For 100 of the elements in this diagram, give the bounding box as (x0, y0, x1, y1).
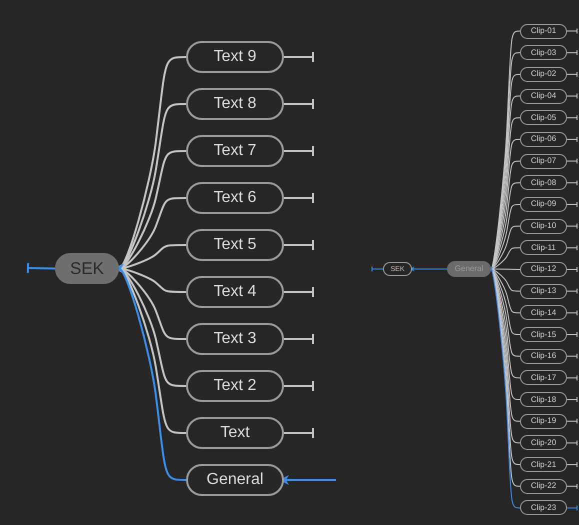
node-label: Clip-18 (530, 396, 556, 404)
rounded-node (520, 305, 567, 320)
rounded-node (520, 45, 567, 60)
bar-ended-connector (566, 374, 578, 381)
bar-ended-connector (284, 98, 314, 110)
rounded-node (520, 175, 567, 190)
rounded-node (520, 88, 567, 104)
bar-ended-connector (284, 286, 314, 298)
rounded-node (186, 370, 284, 402)
node-label: Text 3 (214, 331, 256, 347)
bar-ended-connector (284, 380, 314, 392)
node-label: General (206, 472, 264, 488)
node-label: Clip-11 (531, 244, 556, 252)
rounded-node (186, 464, 284, 496)
node-label: Clip-22 (530, 482, 556, 490)
rounded-node (383, 262, 412, 276)
rounded-node (520, 284, 567, 299)
rounded-node (520, 414, 567, 429)
rounded-node (520, 348, 567, 364)
node-label: Clip-08 (530, 178, 556, 187)
node-label: Text 2 (214, 378, 256, 394)
bar-ended-connector (284, 427, 314, 439)
bar-ended-connector (566, 71, 578, 78)
node-label: Text 6 (214, 190, 256, 206)
rounded-node (186, 41, 284, 73)
bar-ended-connector (284, 145, 314, 157)
bar-ended-connector (566, 223, 578, 230)
rounded-node (520, 240, 567, 256)
bar-ended-connector (566, 158, 578, 164)
bar-ended-connector (566, 136, 578, 142)
node-label: Clip-02 (530, 70, 556, 78)
node-label: Text 8 (214, 96, 256, 112)
node-label: Clip-04 (530, 92, 556, 100)
rounded-node (186, 323, 284, 355)
bar-ended-connector (566, 93, 578, 100)
node-label: Clip-16 (530, 352, 556, 360)
bar-ended-connector (566, 50, 578, 56)
bar-ended-connector (284, 239, 314, 251)
rounded-node (520, 154, 567, 169)
bar-ended-connector (566, 288, 578, 294)
bar-ended-connector (372, 266, 384, 272)
node-label: Clip-19 (530, 417, 556, 426)
node-label: Text (220, 425, 250, 441)
node-label: Clip-01 (530, 27, 556, 35)
rounded-node (520, 457, 567, 472)
rounded-node (186, 135, 284, 167)
node-label: Clip-09 (530, 200, 556, 208)
bar-ended-connector (284, 333, 314, 345)
node-label: Clip-03 (530, 48, 556, 57)
bar-ended-connector (566, 440, 578, 446)
node-label: Clip-14 (530, 308, 556, 317)
bar-ended-connector (566, 483, 578, 490)
rounded-node (447, 261, 491, 277)
node-label: Clip-05 (530, 114, 556, 122)
bar-ended-connector (284, 51, 314, 63)
rounded-node (520, 435, 567, 450)
bar-ended-connector (566, 310, 578, 316)
node-label: Text 9 (214, 49, 256, 65)
bar-ended-connector (566, 28, 578, 34)
bar-ended-connector (566, 462, 578, 468)
rounded-node (186, 182, 284, 214)
rounded-node (186, 417, 284, 449)
bar-ended-connector (566, 180, 578, 186)
rounded-node (520, 218, 567, 234)
bar-ended-connector (566, 201, 578, 208)
node-label: Text 5 (214, 237, 256, 253)
node-label: Text 7 (214, 143, 256, 159)
node-label: Clip-12 (530, 265, 556, 274)
node-label: Clip-20 (530, 438, 556, 447)
rounded-node (186, 88, 284, 120)
rounded-node (520, 392, 567, 408)
rounded-node (520, 66, 567, 82)
rounded-node (520, 24, 567, 38)
rounded-node (186, 229, 284, 261)
node-label: Clip-13 (530, 287, 556, 296)
rounded-node (520, 327, 567, 342)
node-label: Clip-15 (530, 330, 556, 339)
bar-ended-connector (566, 504, 578, 511)
bar-ended-connector (566, 114, 578, 121)
rounded-node (520, 196, 567, 212)
rounded-node (520, 110, 567, 126)
node-label: Clip-17 (530, 374, 556, 382)
rounded-node (520, 500, 567, 516)
bar-ended-connector (566, 353, 578, 360)
bar-ended-connector (284, 192, 314, 204)
node-label: Clip-07 (530, 157, 556, 166)
rounded-node (520, 262, 567, 277)
bar-ended-connector (566, 332, 578, 338)
bar-ended-connector (566, 244, 578, 251)
bar-ended-connector (26, 262, 56, 274)
rounded-node (55, 253, 119, 284)
node-label: Clip-21 (530, 460, 556, 469)
rounded-node (520, 370, 567, 386)
rounded-node (520, 478, 567, 494)
node-label: Text 4 (214, 284, 256, 300)
bar-ended-connector (566, 266, 578, 272)
rounded-node (520, 132, 567, 147)
node-label: Clip-10 (530, 222, 556, 230)
node-label: Clip-06 (530, 135, 556, 144)
node-label: Clip-23 (530, 504, 556, 512)
